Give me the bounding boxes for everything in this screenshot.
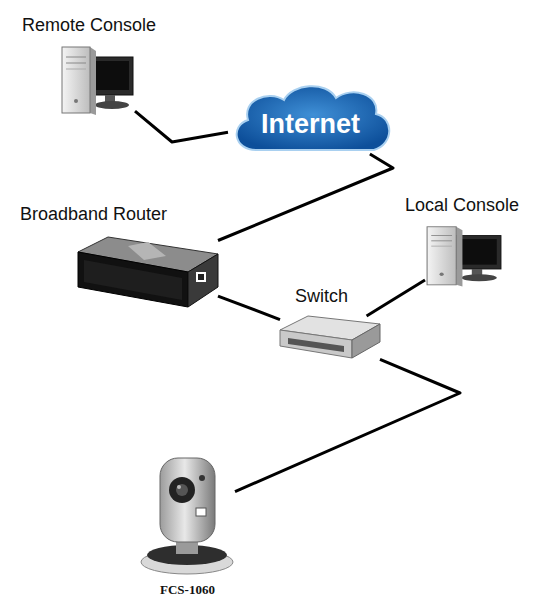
network-cable: [135, 111, 228, 142]
network-cable: [235, 359, 460, 491]
node-label: Switch: [295, 286, 348, 307]
network-cable: [218, 296, 280, 320]
network-cable: [367, 280, 425, 316]
remote-console: Remote Console: [60, 45, 135, 115]
local-computer-icon: [427, 227, 501, 287]
node-label: Local Console: [405, 195, 519, 216]
network-cable: [218, 154, 393, 241]
ip-camera: [141, 458, 233, 574]
node-label: FCS-1060: [160, 582, 215, 598]
remote-computer-icon: [62, 47, 133, 115]
node-label: Internet: [228, 88, 393, 160]
router-node: Broadband Router: [78, 232, 218, 307]
router-device: [78, 237, 218, 307]
node-label: Remote Console: [22, 15, 156, 36]
cloud-node: Internet: [228, 82, 393, 154]
local-console: Local Console: [425, 225, 503, 287]
node-label: Broadband Router: [20, 204, 167, 225]
switch-node: Switch: [280, 316, 380, 361]
camera-node: FCS-1060: [140, 450, 235, 575]
switch-device: [280, 316, 380, 358]
